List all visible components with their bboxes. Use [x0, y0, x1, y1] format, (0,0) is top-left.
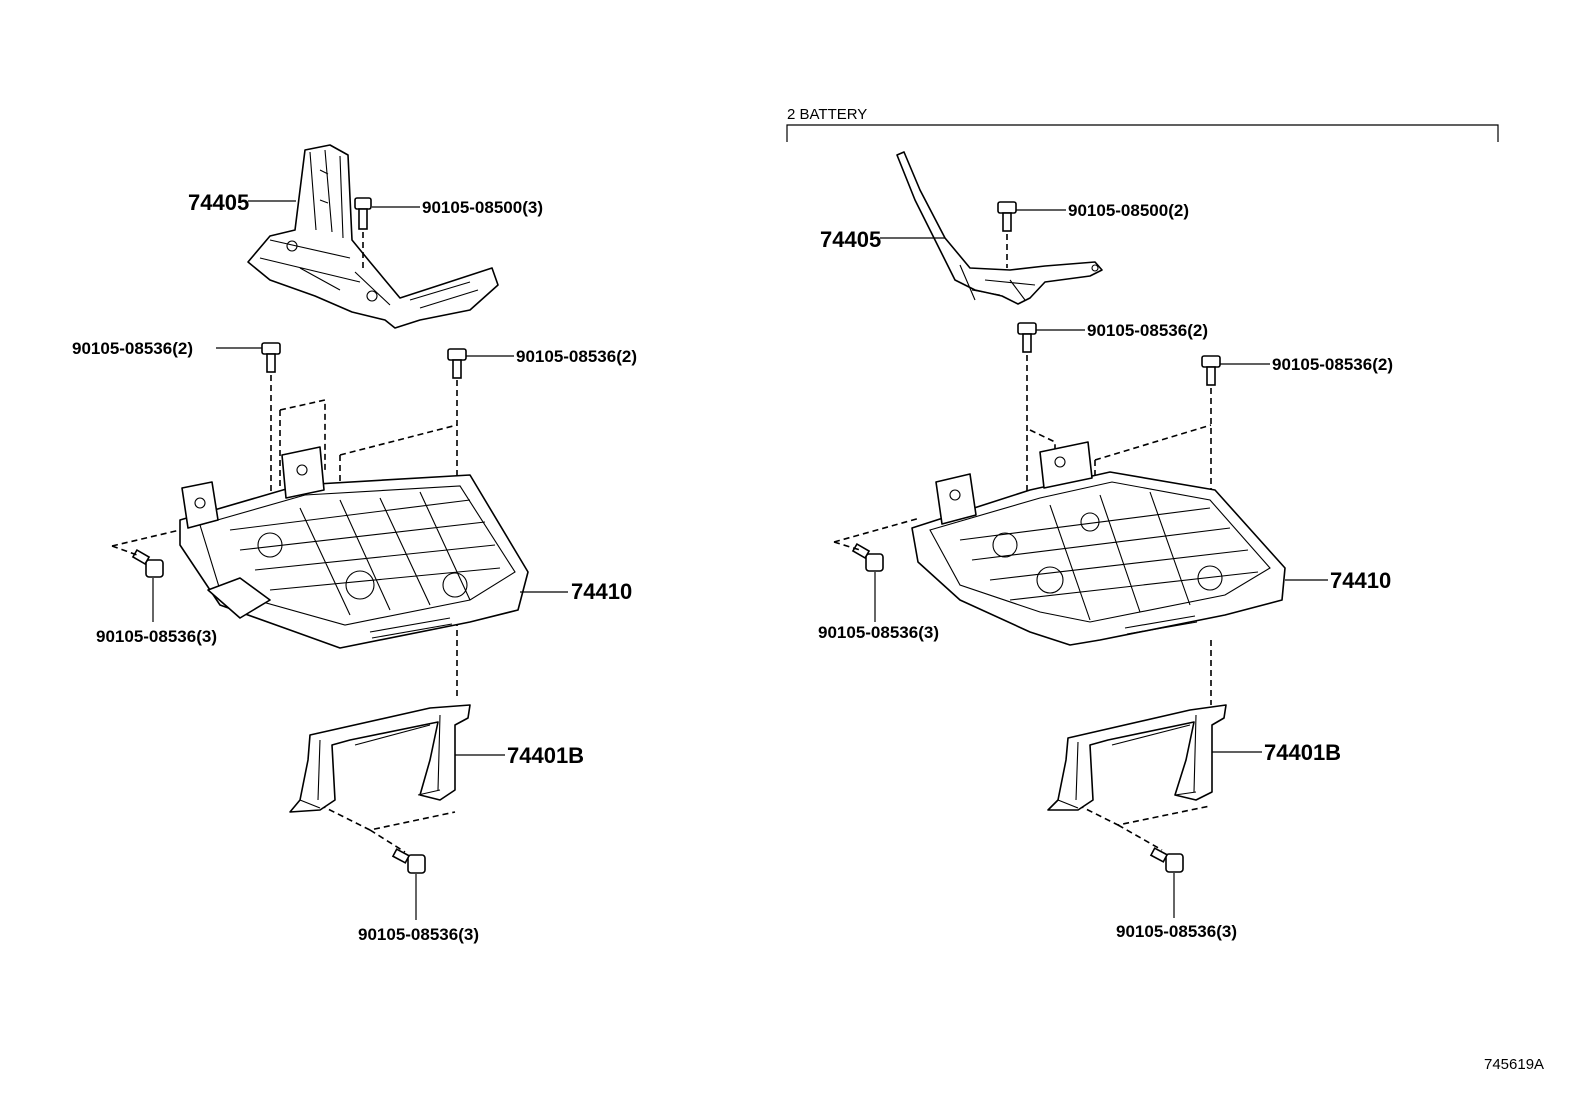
left-label-bolt-top: 90105-08500(3) — [422, 198, 543, 217]
right-tray-74410 — [911, 441, 1286, 646]
right-bolt-top — [997, 201, 1017, 268]
right-label-74410: 74410 — [1330, 568, 1391, 593]
right-label-bolt-right-upper: 90105-08536(2) — [1272, 355, 1393, 374]
right-label-bolt-bottom: 90105-08536(3) — [1116, 922, 1237, 941]
left-bolt-bottom — [391, 848, 426, 874]
left-label-74405: 74405 — [188, 190, 249, 215]
right-label-74401B: 74401B — [1264, 740, 1341, 765]
left-leaders — [152, 200, 568, 920]
right-label-74405: 74405 — [820, 227, 881, 252]
left-assembly: 74405 90105-08500(3) 90105-08536(2) 9010… — [72, 144, 637, 944]
left-label-74401B: 74401B — [507, 743, 584, 768]
right-bracket-74401B — [1047, 704, 1227, 811]
right-bolt-side — [833, 541, 884, 572]
right-label-bolt-top: 90105-08500(2) — [1068, 201, 1189, 220]
left-tray-74410 — [179, 446, 529, 649]
section-header-text: 2 BATTERY — [787, 106, 867, 123]
right-leaders — [874, 209, 1328, 918]
left-bracket-74401B — [289, 704, 471, 813]
section-header: 2 BATTERY — [786, 106, 1499, 142]
left-bolt-top — [354, 197, 372, 270]
right-bolt-bottom — [1149, 847, 1184, 873]
right-label-bolt-mid: 90105-08536(2) — [1087, 321, 1208, 340]
left-label-bolt-left-upper: 90105-08536(2) — [72, 339, 193, 358]
figure-reference: 745619A — [1484, 1056, 1544, 1073]
left-label-bolt-side: 90105-08536(3) — [96, 627, 217, 646]
left-bolt-left-upper — [261, 342, 281, 540]
left-label-bolt-right-upper: 90105-08536(2) — [516, 347, 637, 366]
left-label-bolt-bottom: 90105-08536(3) — [358, 925, 479, 944]
right-bracket-74405 — [896, 151, 1103, 305]
left-bracket-74405 — [247, 144, 499, 329]
left-bolt-side — [111, 545, 164, 578]
section-bracket-line — [786, 124, 1499, 142]
right-assembly: 74405 90105-08500(2) 90105-08536(2) 9010… — [818, 151, 1393, 941]
right-label-bolt-side: 90105-08536(3) — [818, 623, 939, 642]
left-label-74410: 74410 — [571, 579, 632, 604]
